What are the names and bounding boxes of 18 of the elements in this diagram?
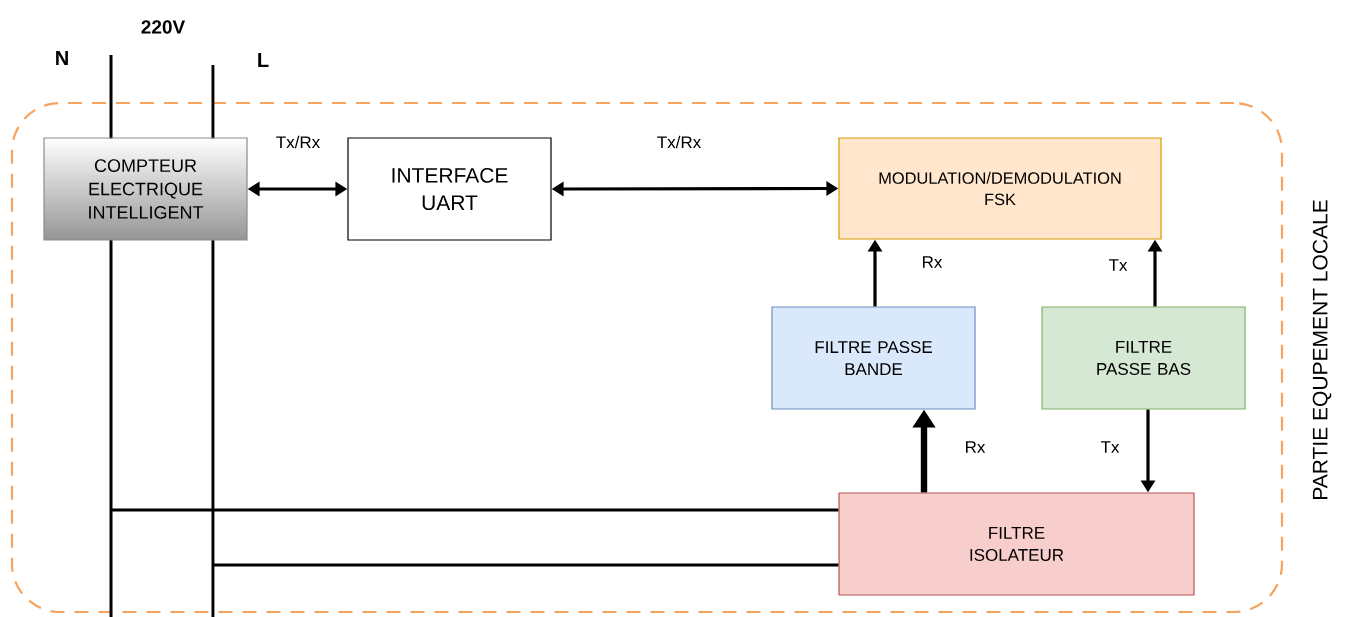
meter-box: COMPTEUR ELECTRIQUE INTELLIGENT: [43, 137, 248, 241]
process-box: INTERFACE UART: [347, 137, 552, 241]
edge-label: Rx: [919, 254, 945, 270]
group-label: PARTIE EQUPEMENT LOCALE: [1312, 200, 1332, 499]
connector-line: [213, 563, 839, 567]
edge-label: Tx: [1098, 439, 1122, 455]
edge-label: Tx/Rx: [654, 133, 704, 151]
edge-label: Tx: [1106, 257, 1130, 273]
wire-label: N: [56, 51, 68, 65]
filter-box: FILTRE PASSE BANDE: [771, 306, 976, 410]
edge-label: Tx/Rx: [273, 133, 323, 151]
edge-label: Rx: [962, 439, 988, 455]
filter-box: FILTRE ISOLATEUR: [838, 492, 1195, 596]
process-box: MODULATION/DEMODULATION FSK: [838, 137, 1162, 240]
wire-label: L: [258, 53, 269, 67]
connector-line: [111, 508, 839, 512]
voltage-label: 220V: [141, 20, 186, 34]
filter-box: FILTRE PASSE BAS: [1041, 306, 1246, 410]
